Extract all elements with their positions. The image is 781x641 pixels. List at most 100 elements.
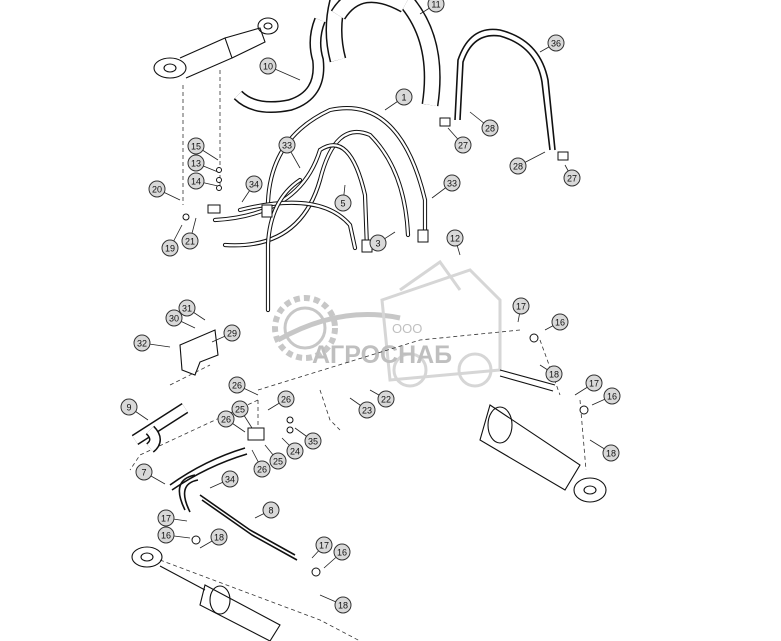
callout-26: 26 xyxy=(251,449,271,478)
callout-33: 33 xyxy=(431,174,461,199)
callout-number: 11 xyxy=(431,0,440,10)
callout-bubble xyxy=(454,136,472,154)
callout-bubble xyxy=(135,463,153,481)
callout-bubble xyxy=(148,180,166,198)
callout-number: 20 xyxy=(152,185,162,195)
callout-number: 16 xyxy=(555,318,565,328)
callout-bubble xyxy=(157,509,175,527)
callout-19: 19 xyxy=(161,224,183,257)
callout-20: 20 xyxy=(148,180,181,201)
callout-21: 21 xyxy=(181,217,199,250)
callout-number: 16 xyxy=(337,548,347,558)
callout-number: 16 xyxy=(607,392,617,402)
tube-8 xyxy=(199,494,298,561)
callout-bubble xyxy=(358,401,376,419)
callout-18: 18 xyxy=(589,439,620,462)
callout-bubble xyxy=(253,460,271,478)
callout-number: 15 xyxy=(191,142,201,152)
callout-27: 27 xyxy=(563,164,581,187)
callout-bubble xyxy=(157,526,175,544)
callout-number: 27 xyxy=(567,174,577,184)
callout-17: 17 xyxy=(311,536,333,559)
callout-number: 26 xyxy=(232,381,242,391)
callout-number: 35 xyxy=(308,437,318,447)
callout-7: 7 xyxy=(135,463,166,485)
callout-11: 11 xyxy=(419,0,445,15)
callout-number: 30 xyxy=(169,314,179,324)
callout-bubble xyxy=(602,444,620,462)
watermark-logo: ООО АГРОСНАБ xyxy=(272,259,502,388)
callout-number: 8 xyxy=(268,506,273,516)
callout-number: 17 xyxy=(161,514,171,524)
callout-bubble xyxy=(603,387,621,405)
callout-8: 8 xyxy=(254,501,280,519)
callout-number: 7 xyxy=(141,468,146,478)
callout-number: 25 xyxy=(273,457,283,467)
callout-bubble xyxy=(304,432,322,450)
callout-number: 19 xyxy=(165,244,175,254)
callout-number: 36 xyxy=(551,39,561,49)
callout-bubble xyxy=(277,390,295,408)
callout-27: 27 xyxy=(447,127,472,154)
callout-29: 29 xyxy=(211,324,241,343)
callout-18: 18 xyxy=(199,528,228,549)
callout-number: 14 xyxy=(191,177,201,187)
callout-bubble xyxy=(187,137,205,155)
callout-9: 9 xyxy=(120,398,149,421)
lower-left-cylinder xyxy=(131,546,281,641)
callout-bubble xyxy=(286,442,304,460)
callout-32: 32 xyxy=(133,334,171,352)
callout-26: 26 xyxy=(228,376,259,396)
bracket-29 xyxy=(169,329,219,386)
callout-17: 17 xyxy=(574,374,603,396)
callout-number: 17 xyxy=(589,379,599,389)
callout-number: 13 xyxy=(191,159,201,169)
callout-number: 32 xyxy=(137,339,147,349)
callout-14: 14 xyxy=(187,172,219,190)
callout-number: 27 xyxy=(458,141,468,151)
hose-bundle xyxy=(207,106,429,313)
callout-number: 17 xyxy=(319,541,329,551)
callout-25: 25 xyxy=(264,444,287,470)
callout-bubble xyxy=(512,297,530,315)
callout-bubble xyxy=(181,232,199,250)
callout-number: 26 xyxy=(221,415,231,425)
callout-number: 33 xyxy=(282,141,292,151)
callout-3: 3 xyxy=(369,231,396,252)
callout-bubble xyxy=(262,501,280,519)
callout-bubble xyxy=(585,374,603,392)
callout-number: 10 xyxy=(263,62,273,72)
callout-10: 10 xyxy=(259,57,301,81)
callout-bubble xyxy=(427,0,445,13)
watermark-brand: АГРОСНАБ xyxy=(312,341,452,369)
callout-13: 13 xyxy=(187,154,219,173)
callout-1: 1 xyxy=(384,88,413,111)
callout-number: 31 xyxy=(182,304,192,314)
valve-block xyxy=(247,400,294,441)
callout-number: 18 xyxy=(549,370,559,380)
tube-36 xyxy=(439,28,569,161)
callout-bubble xyxy=(269,452,287,470)
callout-number: 1 xyxy=(401,93,406,103)
callout-22: 22 xyxy=(369,389,395,408)
callout-bubble xyxy=(563,169,581,187)
callout-number: 5 xyxy=(340,199,345,209)
callout-bubble xyxy=(161,239,179,257)
callout-24: 24 xyxy=(281,437,304,460)
callout-number: 28 xyxy=(513,162,523,172)
callout-bubble xyxy=(133,334,151,352)
callout-number: 18 xyxy=(338,601,348,611)
callout-34: 34 xyxy=(241,175,263,203)
callout-bubble xyxy=(278,136,296,154)
callout-16: 16 xyxy=(157,526,191,544)
callout-26: 26 xyxy=(217,410,246,433)
callout-bubble xyxy=(120,398,138,416)
callout-17: 17 xyxy=(157,509,188,527)
callout-bubble xyxy=(165,309,183,327)
callout-bubble xyxy=(395,88,413,106)
callout-16: 16 xyxy=(544,313,569,331)
callout-number: 26 xyxy=(281,395,291,405)
callout-16: 16 xyxy=(323,543,351,569)
